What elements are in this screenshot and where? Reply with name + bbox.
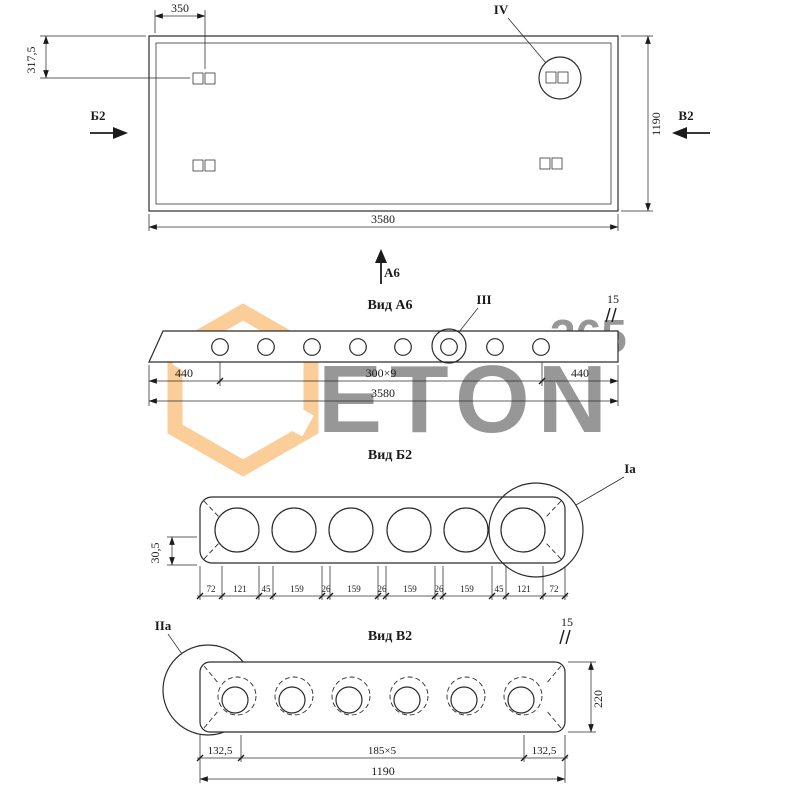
view-b2-title: Вид Б2: [368, 448, 412, 463]
tick-marks-b2-chain: [196, 592, 569, 600]
side-holes: [211, 338, 550, 356]
detail-circle-iv: [538, 56, 582, 100]
dim-label-220: 220: [591, 690, 605, 708]
dim-label-440-right: 440: [571, 366, 589, 380]
chain-label: 121: [517, 584, 531, 594]
core-hidden-circle: [274, 676, 314, 716]
core-opening-circle: [278, 686, 306, 714]
section-arrow-b2-head: [113, 127, 128, 139]
edge-ticks-15-a6: [605, 307, 617, 323]
core-hidden-circle: [217, 676, 257, 716]
chain-label: 159: [290, 584, 304, 594]
core-opening-circle: [393, 686, 421, 714]
corner-chamfer-dashes-b2: [203, 500, 562, 560]
view-a6: Вид А6 III 15 440 300×9 440 3580: [148, 292, 619, 406]
core-opening-circle: [450, 686, 478, 714]
dim-label-350: 350: [171, 1, 189, 15]
side-hole: [532, 338, 550, 356]
detail-leader-ia: [575, 476, 625, 506]
hollow-cores-v2: [217, 676, 543, 716]
dim-label-185x5: 185×5: [368, 745, 397, 757]
view-label-a6: А6: [384, 265, 400, 280]
edge-ticks-15-v2: [559, 629, 571, 645]
extension-lines-317-5: [40, 35, 190, 79]
detail-leader-iia: [167, 633, 183, 655]
chain-label: 45: [495, 584, 505, 594]
detail-leader-iv: [507, 17, 547, 64]
core-circle: [443, 507, 489, 553]
detail-label-ia: Iа: [624, 461, 636, 476]
dim-label-30-5: 30,5: [148, 543, 162, 564]
section-label-b2-left: Б2: [90, 108, 105, 123]
chain-label: 159: [347, 584, 361, 594]
detail-label-iia: IIа: [155, 618, 172, 633]
section-arrow-v2-head: [672, 127, 687, 139]
core-circle: [271, 507, 317, 553]
edge-label-15-v2: 15: [561, 615, 573, 629]
dim-label-1190-v2: 1190: [371, 764, 395, 778]
dim-label-3580: 3580: [371, 212, 395, 226]
extension-lines-a6: [148, 362, 619, 406]
side-hole: [394, 338, 412, 356]
core-hidden-circle: [503, 676, 543, 716]
dim-label-440-left: 440: [175, 366, 193, 380]
chain-label: 159: [403, 584, 417, 594]
chain-label: 72: [207, 584, 216, 594]
chain-label: 26: [322, 584, 332, 594]
side-hole: [486, 338, 504, 356]
dim-label-317-5: 317,5: [24, 47, 38, 74]
core-opening-circle: [507, 686, 535, 714]
detail-leader-iii: [458, 307, 479, 333]
detail-label-iv: IV: [494, 2, 509, 17]
chain-label: 121: [233, 584, 247, 594]
corner-chamfer-dashes-v2: [203, 665, 562, 729]
core-hidden-circle: [389, 676, 429, 716]
plan-view: IV 350 317,5 Б2 В2 1190 3580 А6: [24, 1, 710, 284]
chain-label: 26: [435, 584, 445, 594]
dim-label-132-5-left: 132,5: [208, 745, 233, 757]
view-a6-title: Вид А6: [367, 298, 412, 313]
side-hole: [440, 338, 458, 356]
chain-label: 45: [262, 584, 272, 594]
detail-circle-ia: [488, 482, 584, 578]
extension-lines-b2-chain: [199, 566, 566, 600]
chain-label: 159: [460, 584, 474, 594]
tick-marks-a6-chain: [216, 377, 546, 385]
chain-label: 72: [550, 584, 559, 594]
detail-label-iii: III: [476, 292, 491, 307]
watermark-logo-cut: [172, 343, 314, 437]
core-opening-circle: [221, 686, 249, 714]
view-v2-title: Вид В2: [368, 629, 412, 644]
side-hole: [257, 338, 275, 356]
core-opening-circle: [335, 686, 363, 714]
view-b2: Вид Б2 Iа 30,5 72 121 45 159 26 159 26 1…: [148, 448, 636, 600]
view-v2: Вид В2 IIа 15 220 132,5 185×5: [155, 615, 605, 783]
core-circle: [214, 507, 260, 553]
core-circle: [328, 507, 374, 553]
dim-label-132-5-right: 132,5: [532, 745, 557, 757]
panel-inner-edge: [155, 42, 612, 205]
dim-label-3580-a6: 3580: [371, 386, 395, 400]
core-hidden-circle: [446, 676, 486, 716]
panel-outer-edge: [148, 35, 619, 212]
tick-marks-v2-chain: [196, 754, 569, 762]
edge-label-15-a6: 15: [607, 292, 619, 306]
core-circle: [500, 507, 546, 553]
hollow-cores-b2: [214, 507, 546, 553]
dim-label-1190: 1190: [649, 112, 663, 136]
chain-label: 26: [378, 584, 388, 594]
extension-lines-30-5: [167, 536, 197, 566]
lifting-loop-symbols: [192, 71, 569, 172]
extension-lines-v2-chain: [199, 735, 566, 783]
core-hidden-circle: [331, 676, 371, 716]
detail-circle-iii: [431, 328, 467, 364]
section-label-v2-right: В2: [678, 108, 693, 123]
side-hole: [211, 338, 229, 356]
dim-label-300x9: 300×9: [366, 366, 397, 380]
side-hole: [303, 338, 321, 356]
core-circle: [386, 507, 432, 553]
view-arrow-a6-head: [375, 249, 387, 263]
side-hole: [349, 338, 367, 356]
